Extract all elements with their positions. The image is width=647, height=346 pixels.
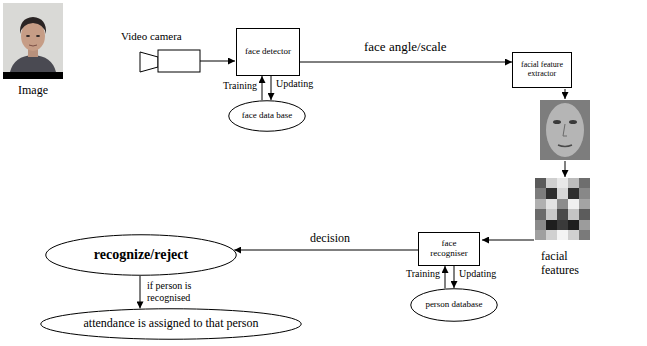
- edge-label: face angle/scale: [363, 40, 448, 55]
- edge-label: Updating: [275, 78, 314, 90]
- node-text-group: recognize/reject: [94, 247, 188, 262]
- node-text: facial feature extractor: [516, 61, 568, 79]
- connector-arrow: [262, 76, 263, 100]
- database-ellipse: face data base: [228, 100, 306, 132]
- process-box: facial feature extractor: [512, 52, 572, 88]
- node-text: face detector: [245, 47, 291, 57]
- ellipse-shape: [46, 235, 237, 276]
- decision-ellipse: recognize/reject: [45, 234, 237, 276]
- connector-arrow: [271, 76, 272, 100]
- camera-label: Video camera: [120, 30, 183, 43]
- node-text: face recogniser: [422, 239, 476, 259]
- node-text: attendance is assigned to that person: [84, 317, 259, 330]
- result-ellipse: attendance is assigned to that person: [40, 308, 302, 340]
- connector-arrow: [445, 266, 446, 288]
- node-text-group: face recogniser: [422, 239, 476, 259]
- pixelated-features-image: [482, 178, 590, 240]
- process-box: face detector: [236, 28, 300, 76]
- edge-label: Training: [405, 268, 441, 280]
- node-text-group: attendance is assigned to that person: [84, 317, 259, 330]
- node-text: face data base: [242, 111, 292, 121]
- edge-label: Updating: [458, 268, 497, 280]
- connector-arrow: [300, 62, 512, 63]
- node-text: person database: [425, 300, 482, 310]
- face-crop-image: [540, 89, 590, 177]
- ellipse-shape: [411, 289, 498, 322]
- database-ellipse: person database: [410, 288, 498, 322]
- person-photo: [3, 3, 63, 79]
- edge-label: if person is recognised: [146, 280, 228, 303]
- connector-arrow: [234, 250, 418, 251]
- node-text-group: face detector: [245, 47, 291, 57]
- node-text: recognize/reject: [94, 247, 188, 262]
- node-text-group: face data base: [242, 111, 292, 121]
- video-camera-icon: [140, 50, 235, 72]
- ellipse-shape: [229, 101, 306, 132]
- features-label: facial features: [540, 250, 598, 278]
- edge-label: decision: [309, 232, 351, 246]
- ellipse-shape: [41, 309, 302, 340]
- connector-arrow: [454, 266, 455, 288]
- node-text-group: person database: [425, 300, 482, 310]
- connector-arrow: [140, 276, 141, 308]
- image-label: Image: [17, 84, 49, 98]
- process-box: face recogniser: [418, 232, 480, 266]
- edge-label: Training: [222, 80, 258, 92]
- node-text-group: facial feature extractor: [516, 61, 568, 79]
